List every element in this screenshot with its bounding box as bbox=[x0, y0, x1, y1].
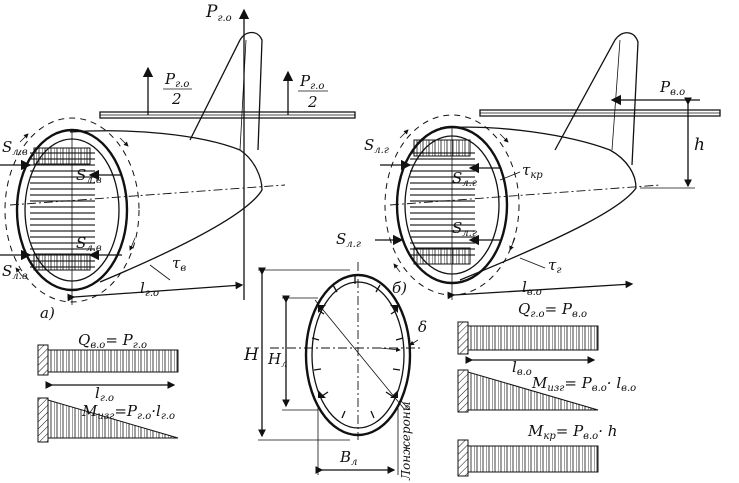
label-s-lv-top: Sл.в bbox=[2, 138, 28, 158]
label-fig-b: б) bbox=[392, 279, 407, 297]
label-s-lg-top: Sл.г bbox=[364, 136, 389, 156]
shear-diagram-a bbox=[47, 349, 179, 373]
wall-b3 bbox=[457, 439, 469, 477]
label-fig-a: а) bbox=[40, 304, 55, 322]
cross-section bbox=[258, 262, 420, 475]
label-s-lv-inner-top: Sл.в bbox=[76, 166, 102, 186]
label-s-lv-bottom: Sл.в bbox=[2, 262, 28, 282]
label-p-go-half-left-num: Pг.о bbox=[164, 70, 189, 90]
fin-a bbox=[189, 31, 263, 151]
label-h: h bbox=[694, 135, 705, 155]
label-m-izg-a: Mизг=Pг.о·lг.о bbox=[81, 402, 175, 422]
label-B-l: Bл bbox=[339, 448, 357, 468]
label-tau-g: τг bbox=[548, 256, 561, 276]
wall-b2 bbox=[457, 369, 469, 413]
label-s-lg-inner-top: Sл.г bbox=[452, 169, 477, 189]
label-q-go-eq: Qг.о= Pв.о bbox=[518, 300, 587, 320]
label-l-vo: lв.о bbox=[522, 278, 542, 298]
label-l-go: lг.о bbox=[140, 279, 159, 299]
label-p-go-half-right-num: Pг.о bbox=[299, 72, 324, 92]
label-l-go-beam: lг.о bbox=[95, 384, 114, 404]
fin-b bbox=[554, 32, 639, 166]
label-q-vo-eq: Qв.о= Pг.о bbox=[78, 331, 147, 351]
label-m-izg-b: Mизг= Pв.о· lв.о bbox=[531, 374, 636, 394]
wall-a1 bbox=[37, 344, 49, 376]
label-p-go-half-left-den: 2 bbox=[171, 90, 182, 108]
wall-b1 bbox=[457, 321, 469, 355]
label-s-lg-inner-bottom: Sл.г bbox=[452, 219, 477, 239]
label-p-go-half-right-den: 2 bbox=[307, 93, 318, 111]
wall-a2 bbox=[37, 397, 49, 443]
fuselage-b-outline bbox=[439, 126, 637, 281]
stabilizer-b bbox=[479, 109, 721, 117]
moment-diagram-b bbox=[467, 371, 599, 411]
label-H-l: Hл bbox=[267, 350, 287, 370]
stabilizer-a bbox=[99, 111, 356, 119]
label-l-vo-beam: lв.о bbox=[512, 358, 532, 378]
label-m-kr: Mкр= Pв.о· h bbox=[527, 422, 617, 442]
label-s-lv-inner-bottom: Sл.в bbox=[76, 234, 102, 254]
label-delta: δ bbox=[418, 318, 427, 336]
label-H: H bbox=[243, 345, 260, 365]
figure-b bbox=[375, 32, 721, 300]
label-tau-kr: τкр bbox=[522, 161, 543, 181]
beam-diagrams-b bbox=[457, 321, 599, 477]
torque-diagram-b bbox=[467, 445, 599, 473]
moment-diagram-a bbox=[47, 399, 179, 439]
label-tau-v: τв bbox=[172, 254, 186, 274]
label-p-go: Pг.о bbox=[205, 2, 232, 24]
label-p-vo: Pв.о bbox=[659, 78, 685, 98]
label-longerons: Лонжероны bbox=[399, 402, 413, 481]
fuselage-a-outline bbox=[69, 130, 263, 283]
figure-a bbox=[0, 8, 356, 305]
shear-diagram-b bbox=[467, 325, 599, 351]
label-s-lg-mid: Sл.г bbox=[336, 230, 361, 250]
beam-diagrams-a bbox=[37, 344, 179, 443]
